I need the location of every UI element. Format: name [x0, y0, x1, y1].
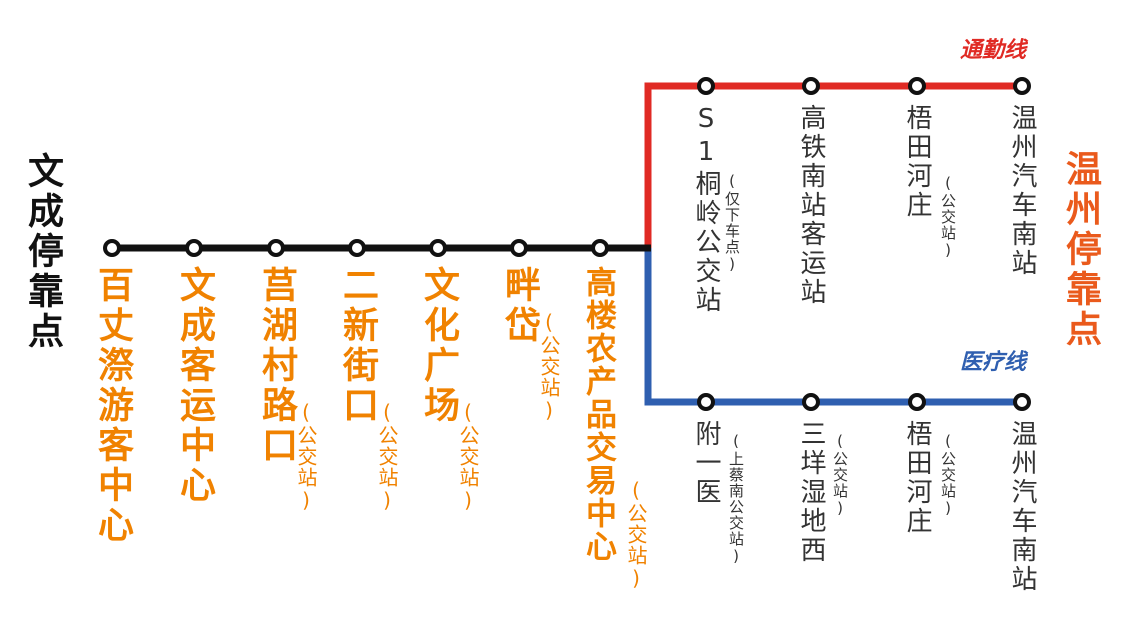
- station-gaolou-market: 高楼农产品交易中心: [580, 266, 616, 563]
- stop-marker: [103, 239, 121, 257]
- stop-marker: [510, 239, 528, 257]
- terminal-left: 文成停靠点: [22, 152, 63, 352]
- station-erxin-street: 二新街口: [337, 266, 378, 426]
- terminal-right: 温州停靠点: [1060, 150, 1101, 350]
- commute-station-s1-tongling: S1桐岭公交站: [691, 104, 721, 315]
- commute-station-hsr-south: 高铁南站客运站: [796, 104, 826, 307]
- stop-marker: [267, 239, 285, 257]
- station-juhu-village: 莒湖村路口: [256, 266, 297, 466]
- trunk-stops: [103, 239, 609, 257]
- commute-station-s1-tongling-note: (仅下车点): [723, 172, 741, 274]
- stop-marker: [591, 239, 609, 257]
- medical-station-wutian-hezhuang: 梧田河庄: [902, 420, 932, 536]
- station-culture-square-note: (公交站): [456, 400, 480, 513]
- station-pandai-note: (公交站): [537, 310, 561, 423]
- stop-marker: [802, 77, 820, 95]
- stop-marker: [908, 77, 926, 95]
- commute-line-label: 通勤线: [960, 38, 1027, 63]
- medical-station-wenzhou-south-bus: 温州汽车南站: [1007, 420, 1037, 594]
- commute-station-wutian-hezhuang: 梧田河庄: [902, 104, 932, 220]
- station-juhu-village-note: (公交站): [294, 400, 318, 513]
- commute-line-path: [644, 82, 1022, 248]
- stop-marker: [697, 77, 715, 95]
- station-culture-square: 文化广场: [418, 266, 459, 426]
- stop-marker: [1013, 393, 1031, 411]
- medical-station-wutian-hezhuang-note: (公交站): [939, 432, 957, 518]
- commute-station-wenzhou-south-bus: 温州汽车南站: [1007, 104, 1037, 278]
- station-pandai: 畔岱: [499, 266, 540, 346]
- station-baizhangji: 百丈漈游客中心: [92, 266, 133, 546]
- station-wencheng-bus-center: 文成客运中心: [174, 266, 215, 506]
- medical-line-label: 医疗线: [960, 350, 1027, 375]
- medical-stops: [697, 393, 1031, 411]
- stop-marker: [348, 239, 366, 257]
- medical-station-sanyang-wetland: 三垟湿地西: [796, 420, 826, 565]
- commute-stops: [697, 77, 1031, 95]
- medical-station-fuyiyi: 附一医: [691, 420, 721, 507]
- stop-marker: [697, 393, 715, 411]
- station-gaolou-market-note: (公交站): [624, 478, 648, 591]
- stop-marker: [185, 239, 203, 257]
- stop-marker: [802, 393, 820, 411]
- medical-station-fuyiyi-note: (上蔡南公交站): [727, 432, 745, 566]
- medical-station-sanyang-wetland-note: (公交站): [831, 432, 849, 518]
- station-erxin-street-note: (公交站): [375, 400, 399, 513]
- stop-marker: [429, 239, 447, 257]
- commute-station-wutian-hezhuang-note: (公交站): [939, 174, 957, 260]
- stop-marker: [908, 393, 926, 411]
- medical-line-path: [644, 248, 1022, 406]
- stop-marker: [1013, 77, 1031, 95]
